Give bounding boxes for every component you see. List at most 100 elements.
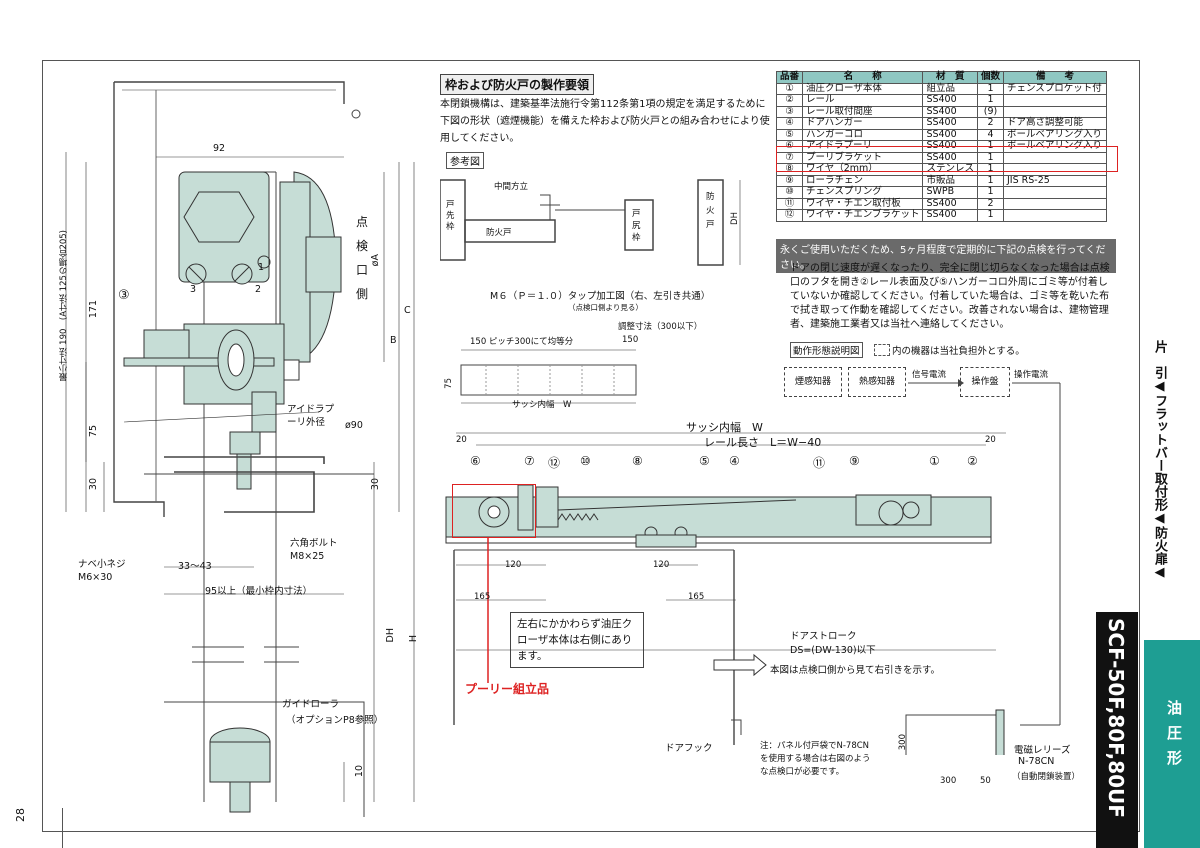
front-dim-20-left: 20 [456, 435, 467, 445]
remarks-cell: JIS RS-25 [1002, 174, 1107, 187]
dim-10: 10 [354, 765, 365, 778]
part-name-cell: レール [802, 94, 924, 107]
tap-pitch: 150 ピッチ300にて均等分 [470, 337, 574, 347]
ref-fire-door-1: 防火戸 [486, 228, 512, 238]
sidebar-model-bar [1096, 612, 1138, 848]
qty-cell: 2 [976, 117, 1004, 130]
footnote: 注：パネル付戸袋でN-78CNを使用する場合は右図のような点検口が必要です。 [760, 741, 871, 777]
callout-8: ⑧ [632, 454, 643, 468]
qty-cell: 2 [976, 197, 1004, 210]
qty-cell: 1 [976, 174, 1004, 187]
relay-dim-300-v: 300 [898, 734, 908, 751]
material-cell: 組立品 [922, 82, 978, 95]
tap-adjust: 調整寸法（300以下） [618, 322, 703, 332]
ref-fire-door-2: 防火戸 [706, 192, 715, 230]
flow-smoke-detector: 煙感知器 [784, 367, 842, 397]
header-qty: 個数 [976, 71, 1004, 84]
maintenance-text: ドアの閉じ速度が遅くなったり、完全に閉じ切らなくなった場合は点検口のフタを開き②… [790, 263, 1110, 330]
remarks-cell: チェンスプロケット付 [1002, 82, 1107, 95]
relay-label: 電磁レリーズ [1014, 745, 1071, 756]
ref-door-end-frame: 戸先枠 [446, 200, 455, 232]
remarks-cell [1002, 186, 1107, 199]
front-sash-width: サッシ内幅 W [686, 421, 763, 434]
material-cell: 市販品 [922, 174, 978, 187]
door-stroke-label: ドアストローク [790, 631, 857, 642]
header-part-no: 品番 [775, 71, 804, 84]
header-remarks: 備 考 [1002, 71, 1107, 84]
sidebar-type: 油圧形 [1165, 700, 1183, 775]
header-material: 材 質 [922, 71, 978, 84]
callout-1: ① [929, 454, 940, 468]
dim-c: C [404, 305, 411, 316]
remarks-cell [1002, 209, 1107, 222]
callout-12: ⑫ [548, 456, 561, 470]
part-no-cell: ⑩ [775, 186, 804, 199]
part-no-cell: ⑨ [775, 174, 804, 187]
screw-label: ナベ小ネジM6×30 [78, 559, 126, 583]
front-view-drawing [445, 432, 1006, 755]
dim-h: H [408, 635, 419, 643]
part-no-cell: ① [775, 82, 804, 95]
ref-door-tail-frame: 戸尻枠 [632, 209, 641, 243]
ref-figure-drawing [440, 179, 741, 266]
part-name-cell: ハンガーコロ [802, 128, 924, 141]
vertical-dim-label: 最小寸法 190 (A寸法 125の場合205) [59, 230, 69, 382]
qty-cell: 1 [976, 186, 1004, 199]
ref-figure-label: 参考図 [446, 152, 484, 169]
part-name-cell: ローラチェン [802, 174, 924, 187]
callout-5: ⑤ [699, 454, 710, 468]
part-name-cell: ワイヤ・チエンブラケット [802, 209, 924, 222]
part-no-cell: ② [775, 94, 804, 107]
door-stroke-formula: DS=(DW-130)以下 [790, 645, 876, 656]
callout-7: ⑦ [524, 454, 535, 468]
qty-cell: 4 [976, 128, 1004, 141]
remarks-cell [1002, 105, 1107, 118]
frame-section-title: 枠および防火戸の製作要領 [440, 74, 595, 95]
sidebar-breadcrumb: 片 引◀フラットバー取付形◀防火扉◀ [1152, 340, 1167, 580]
remarks-cell [1002, 197, 1107, 210]
front-rail-length: レール長さ L＝W−40 [704, 436, 822, 449]
sidebar-model: SCF-50F,80F,80UF [1104, 618, 1128, 818]
direction-note: 本図は点検口側から見て右引きを示す。 [770, 665, 941, 676]
dim-75: 75 [88, 425, 99, 438]
callout-9: ⑨ [849, 454, 860, 468]
part-no-cell: ③ [775, 105, 804, 118]
qty-cell: 1 [976, 82, 1004, 95]
dim-30-left: 30 [88, 478, 99, 491]
material-cell: SS400 [922, 105, 978, 118]
maintenance-banner: 永くご使用いただくため、5ヶ月程度で定期的に下記の点検を行ってください。 [776, 239, 1116, 273]
material-cell: SS400 [922, 128, 978, 141]
front-dim-120-right: 120 [653, 560, 670, 570]
idler-label: アイドラプーリ外径 [287, 404, 335, 428]
drawing-frame [42, 60, 1140, 832]
qty-cell: 1 [976, 151, 1004, 164]
dim-33-43: 33～43 [178, 561, 212, 572]
dim-30-right: 30 [370, 478, 381, 491]
relay-dim-50: 50 [980, 776, 991, 786]
highlight-pulley-rows [776, 146, 1118, 172]
section-view-drawing [65, 81, 415, 817]
guide-roller-option: （オプションP8参照） [286, 715, 384, 726]
part-name-cell: ワイヤ（2mm） [802, 163, 924, 176]
relay-model: N-78CN [1018, 756, 1055, 767]
dim-171: 171 [88, 300, 99, 319]
flow-operating-current: 操作電流 [1014, 370, 1049, 380]
page-number: 28 [14, 808, 27, 822]
dim-phi-90: ø90 [345, 420, 363, 431]
frame-section-paragraph: 本閉鎖機構は、建築基準法施行令第112条第1項の規定を満足するために下図の形状（… [440, 99, 770, 144]
qty-cell: (9) [976, 105, 1004, 118]
remarks-cell: ドア高さ調整可能 [1002, 117, 1107, 130]
flow-note: 内の機器は当社負担外とする。 [892, 346, 1025, 357]
part-num-1: 1 [258, 262, 265, 273]
material-cell: SS400 [922, 197, 978, 210]
tap-title: M６（Ｐ＝１.０）タップ加工図（右、左引き共通） [490, 291, 711, 302]
qty-cell: 1 [976, 209, 1004, 222]
qty-cell: 1 [976, 94, 1004, 107]
callout-3: ③ [118, 288, 130, 303]
